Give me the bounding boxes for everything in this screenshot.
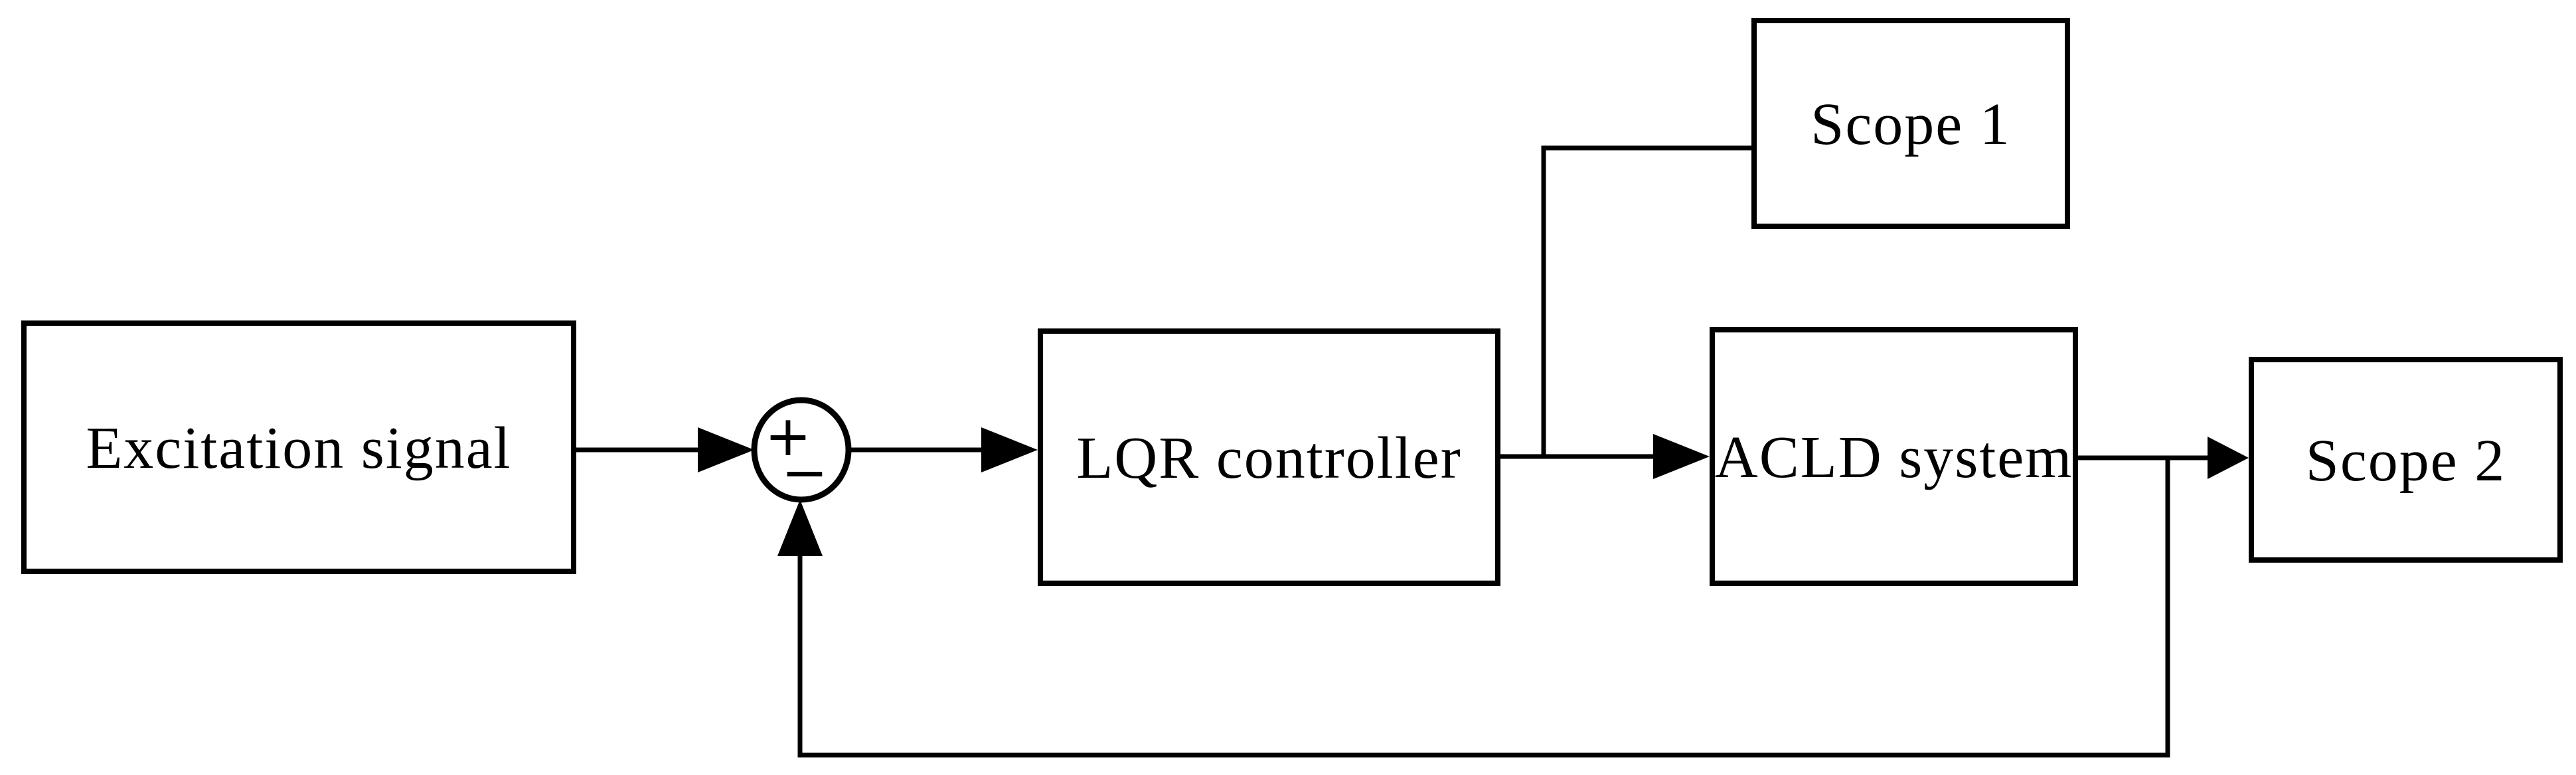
sum-minus-sign: − — [781, 440, 829, 505]
feedback-line — [797, 458, 2170, 758]
sum-feedback-arrowhead-icon — [777, 500, 823, 556]
acld-input-arrowhead-icon — [1653, 434, 1710, 479]
excitation-signal-block: Excitation signal — [21, 320, 576, 574]
lqr-controller-label: LQR controller — [1076, 425, 1462, 491]
scope1-block: Scope 1 — [1751, 18, 2070, 229]
sum-input-arrowhead-icon — [698, 427, 754, 472]
acld-system-block: ACLD system — [1710, 327, 2078, 586]
sum-plus-sign: + — [764, 403, 812, 468]
lqr-output-to-scope1-line — [1541, 145, 1751, 457]
scope2-input-arrowhead-icon — [2208, 437, 2249, 479]
acld-system-label: ACLD system — [1714, 425, 2073, 490]
lqr-controller-block: LQR controller — [1038, 328, 1500, 586]
scope2-label: Scope 2 — [2305, 428, 2506, 494]
excitation-signal-label: Excitation signal — [86, 415, 512, 481]
lqr-input-arrowhead-icon — [981, 427, 1038, 472]
scope1-label: Scope 1 — [1811, 92, 2011, 157]
scope2-block: Scope 2 — [2249, 357, 2563, 563]
